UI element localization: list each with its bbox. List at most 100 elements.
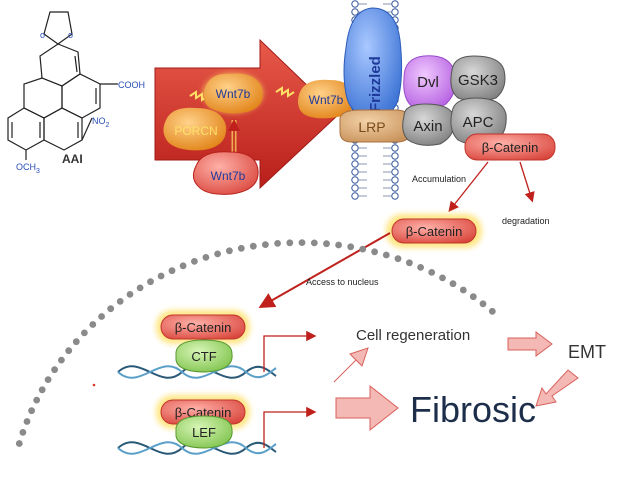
lipid-head (351, 144, 359, 152)
lipid-head (351, 0, 359, 8)
porcn-label: PORCN (174, 124, 217, 138)
nuclear-envelope-bead (226, 247, 233, 255)
nuclear-envelope-bead (136, 284, 144, 292)
beta-catenin-nuc1-shape (160, 314, 246, 340)
big-red-arrow (154, 38, 339, 190)
lipid-head (391, 152, 399, 160)
beta-catenin-complex-label: β-Catenin (482, 140, 539, 155)
nuclear-envelope-bead (310, 239, 318, 247)
lipid-head (391, 8, 399, 16)
nuclear-envelope-bead (347, 243, 355, 251)
axin-label: Axin (413, 118, 442, 135)
cooh-label: COOH (118, 80, 145, 90)
beta-catenin-cyto-shape (391, 218, 477, 244)
no2-main: NO (92, 116, 106, 126)
nuclear-envelope-bead (214, 250, 222, 258)
nuclear-envelope-bead (51, 366, 58, 374)
nuclear-envelope-bead (479, 300, 487, 308)
nuclear-envelope-bead (406, 259, 413, 267)
nuclear-envelope-bead (382, 251, 390, 259)
secretion-zigzag-2 (275, 86, 295, 98)
lipid-head (391, 160, 399, 168)
lef-factor-shape (175, 415, 233, 449)
och3-main: OCH (16, 162, 36, 172)
nuclear-envelope-bead (237, 244, 245, 252)
nuclear-envelope-bead (469, 293, 477, 301)
arrow-to-cell-regeneration (333, 347, 369, 383)
aai-name: AAI (62, 152, 83, 166)
wnt7b-top-label: Wnt7b (216, 87, 251, 101)
lipid-head (391, 144, 399, 152)
lipid-head (391, 192, 399, 200)
secretion-zigzag-1 (189, 90, 209, 102)
beta-catenin-complex-shape (464, 133, 556, 161)
nuclear-envelope-bead (168, 267, 176, 275)
nuclear-envelope (15, 239, 496, 447)
lipid-head (391, 176, 399, 184)
nuclear-envelope-bead (44, 376, 52, 383)
nuclear-envelope-bead (65, 347, 73, 355)
porcn-shape (163, 107, 227, 151)
nuclear-envelope-bead (359, 245, 367, 253)
lipid-head (351, 168, 359, 176)
lef-factor-label: LEF (192, 425, 216, 440)
beta-catenin-nuc2-label: β-Catenin (175, 405, 232, 420)
apc-protein (450, 97, 507, 146)
nuclear-envelope-bead (98, 313, 105, 320)
nuclear-envelope-bead (107, 305, 115, 313)
nuclear-envelope-bead (179, 262, 187, 270)
nuclear-envelope-bead (274, 240, 281, 247)
nuclear-envelope-bead (89, 321, 97, 328)
wnt7b-ligand-shape (298, 79, 355, 119)
accumulation-arrow (448, 161, 489, 213)
nuclear-envelope-bead (147, 278, 154, 286)
nuclear-envelope-bead (72, 338, 80, 346)
transcription-arrow-2 (263, 406, 317, 448)
nuclear-envelope-bead (202, 254, 210, 261)
nucleus-entry-arrow (258, 232, 391, 308)
lipid-head (351, 176, 359, 184)
ctf-factor-label: CTF (191, 349, 216, 364)
degradation-arrow (519, 161, 535, 203)
nuclear-envelope-bead (58, 356, 65, 364)
nuclear-envelope-bead (335, 241, 342, 249)
lipid-head (391, 184, 399, 192)
nuclear-envelope-bead (459, 286, 467, 294)
nuclear-envelope-bead (116, 298, 124, 305)
nuclear-envelope-bead (428, 269, 436, 276)
och3-label: OCH3 (16, 162, 40, 175)
arrow-to-emt (507, 331, 553, 357)
no2-label: NO2 (92, 116, 110, 129)
transcription-arrow-1 (263, 330, 317, 372)
gsk3-label: GSK3 (458, 72, 498, 89)
nuclear-envelope-bead (262, 241, 269, 249)
frizzled-label: Frizzled (367, 56, 384, 112)
beta-catenin-cyto-label: β-Catenin (406, 224, 463, 239)
lipid-head (351, 184, 359, 192)
dvl-label: Dvl (417, 74, 439, 91)
nuclear-envelope-bead (126, 291, 134, 298)
nuclear-envelope-bead (28, 407, 35, 415)
access-to-nucleus-label: Access to nucleus (306, 277, 379, 287)
fibrosic-label: Fibrosic (410, 389, 536, 430)
dioxole-oxygen-2: o (68, 30, 73, 40)
nuclear-envelope-bead (394, 255, 402, 263)
red-dot (92, 383, 96, 387)
beta-catenin-nuc1-label: β-Catenin (175, 320, 232, 335)
cell-regeneration-label: Cell regeneration (356, 327, 470, 344)
aai-molecule (7, 11, 118, 160)
emt-label: EMT (568, 342, 606, 362)
lipid-head (391, 0, 399, 8)
ctf-factor-shape (175, 339, 233, 373)
lrp-label: LRP (358, 119, 385, 135)
nuclear-envelope-bead (81, 329, 88, 337)
wnt7b-ligand-label: Wnt7b (309, 93, 344, 107)
degradation-label: degradation (502, 216, 550, 226)
wnt7b-bottom-label: Wnt7b (211, 169, 246, 183)
arrow-emt-to-fibrosic (535, 369, 579, 407)
nuclear-envelope-bead (488, 307, 496, 315)
nuclear-envelope-bead (38, 386, 46, 394)
nuclear-envelope-bead (449, 280, 457, 288)
